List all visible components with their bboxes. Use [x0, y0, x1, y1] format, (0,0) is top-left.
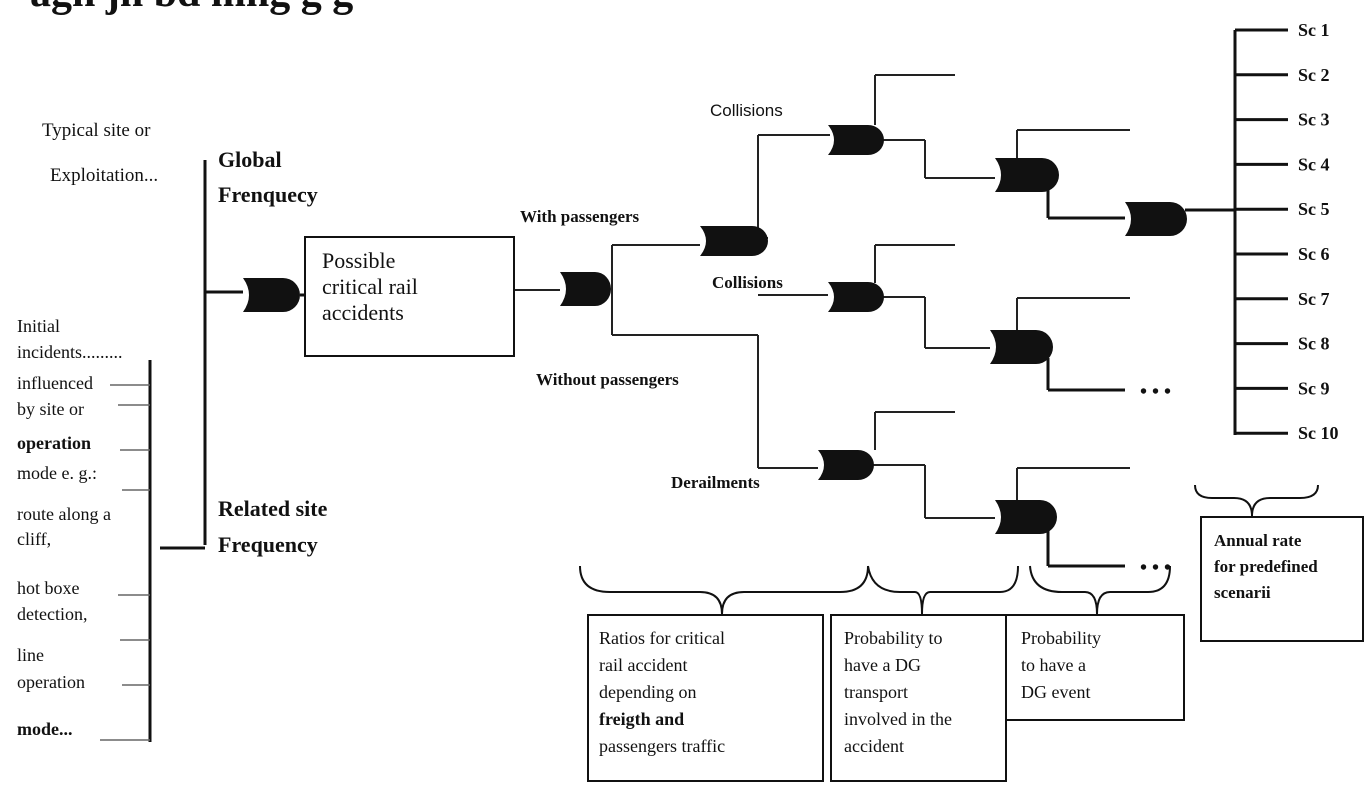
global-frequency-label-1: Global [218, 147, 282, 172]
typical-site-label-1: Typical site or [42, 120, 151, 141]
incident-line: by site or [17, 399, 84, 419]
incident-line: route along a [17, 504, 111, 524]
without-passengers-label: Without passengers [536, 370, 679, 389]
with-passengers-label: With passengers [520, 207, 640, 226]
scenario-label: Sc 6 [1298, 244, 1330, 264]
and-gate-derailments [818, 450, 874, 480]
incident-line: Initial [17, 316, 60, 336]
scenario-ticks [1235, 28, 1288, 435]
annual-rate-line-3: scenarii [1214, 583, 1271, 602]
dg-transport-line-1: Probability to [844, 628, 943, 648]
scenario-label: Sc 4 [1298, 154, 1330, 174]
and-gate-scenarios [1125, 202, 1187, 236]
ellipsis-2: • • • [1140, 557, 1171, 579]
incident-line: hot boxe [17, 578, 80, 598]
dg-transport-box: Probability to have a DG transport invol… [830, 614, 1007, 782]
possible-accidents-line-1: Possible [322, 248, 396, 273]
scenario-label: Sc 2 [1298, 65, 1330, 85]
scenario-list: Sc 1 Sc 2 Sc 3 Sc 4 Sc 5 Sc 6 Sc 7 Sc 8 Sc 9 Sc 1… [1298, 20, 1339, 443]
dg-event-box: Probability to have a DG event [1005, 614, 1185, 721]
related-frequency-label-2: Frequency [218, 532, 318, 557]
left-connectors [148, 160, 243, 742]
annual-rate-line-2: for predefined [1214, 557, 1318, 576]
collisions-label-1: Collisions [710, 101, 783, 120]
related-frequency-label-1: Related site [218, 496, 328, 521]
ratios-line-5: passengers traffic [599, 736, 726, 756]
header-cutoff-text: agn jn bd mng g g [30, 0, 353, 16]
annual-rate-line-1: Annual rate [1214, 531, 1302, 550]
ellipsis-1: • • • [1140, 381, 1171, 403]
incident-line: cliff, [17, 529, 51, 549]
possible-accidents-line-2: critical rail [322, 274, 418, 299]
possible-accidents-box: Possible critical rail accidents [304, 236, 515, 357]
and-gate-collisions-1 [828, 125, 884, 155]
ratios-line-1: Ratios for critical [599, 628, 725, 648]
and-gate-dg-1 [995, 158, 1059, 192]
incident-line: line [17, 645, 44, 665]
scenario-label: Sc 5 [1298, 199, 1330, 219]
incident-line: operation [17, 433, 91, 453]
brace-annual-rate [1194, 484, 1319, 517]
and-gate-1 [243, 278, 300, 312]
incident-line: mode e. g.: [17, 463, 97, 483]
brace-dg-transport [867, 565, 1019, 615]
dg-transport-line-2: have a DG [844, 655, 921, 675]
and-gate-2 [560, 272, 611, 306]
and-gate-with-passengers [700, 226, 768, 256]
tree-gates [560, 125, 1187, 534]
scenario-label: Sc 9 [1298, 378, 1330, 398]
scenario-label: Sc 3 [1298, 110, 1330, 130]
ellipsis-branches [1046, 30, 1237, 568]
and-gate-dg-3 [995, 500, 1057, 534]
scenario-label: Sc 10 [1298, 423, 1339, 443]
possible-accidents-line-3: accidents [322, 300, 404, 325]
dg-event-line-2: to have a [1021, 655, 1086, 675]
derailments-label: Derailments [671, 473, 760, 492]
incident-line: incidents......... [17, 342, 123, 362]
dg-transport-line-5: accident [844, 736, 904, 756]
left-tick-lines [100, 384, 150, 741]
and-gate-collisions-2 [828, 282, 884, 312]
incident-line: detection, [17, 604, 87, 624]
ratios-line-3: depending on [599, 682, 697, 702]
typical-site-label-2: Exploitation... [50, 165, 158, 186]
scenario-label: Sc 1 [1298, 20, 1330, 40]
incident-line: influenced [17, 373, 93, 393]
ratios-box: Ratios for critical rail accident depend… [587, 614, 824, 782]
global-frequency-label-2: Frenquecy [218, 182, 318, 207]
brace-ratios [579, 565, 869, 615]
scenario-label: Sc 8 [1298, 334, 1330, 354]
ratios-line-2: rail accident [599, 655, 688, 675]
ratios-line-4: freigth and [599, 709, 685, 729]
and-gate-dg-2 [990, 330, 1053, 364]
incident-line: mode... [17, 719, 73, 739]
annual-rate-box: Annual rate for predefined scenarii [1200, 516, 1364, 642]
incident-line: operation [17, 672, 85, 692]
scenario-label: Sc 7 [1298, 289, 1330, 309]
collisions-label-2: Collisions [712, 273, 783, 292]
dg-transport-line-3: transport [844, 682, 908, 702]
incident-list: Initial incidents......... influenced by si… [17, 316, 123, 739]
dg-event-line-3: DG event [1021, 682, 1091, 702]
dg-transport-line-4: involved in the [844, 709, 952, 729]
dg-event-line-1: Probability [1021, 628, 1101, 648]
